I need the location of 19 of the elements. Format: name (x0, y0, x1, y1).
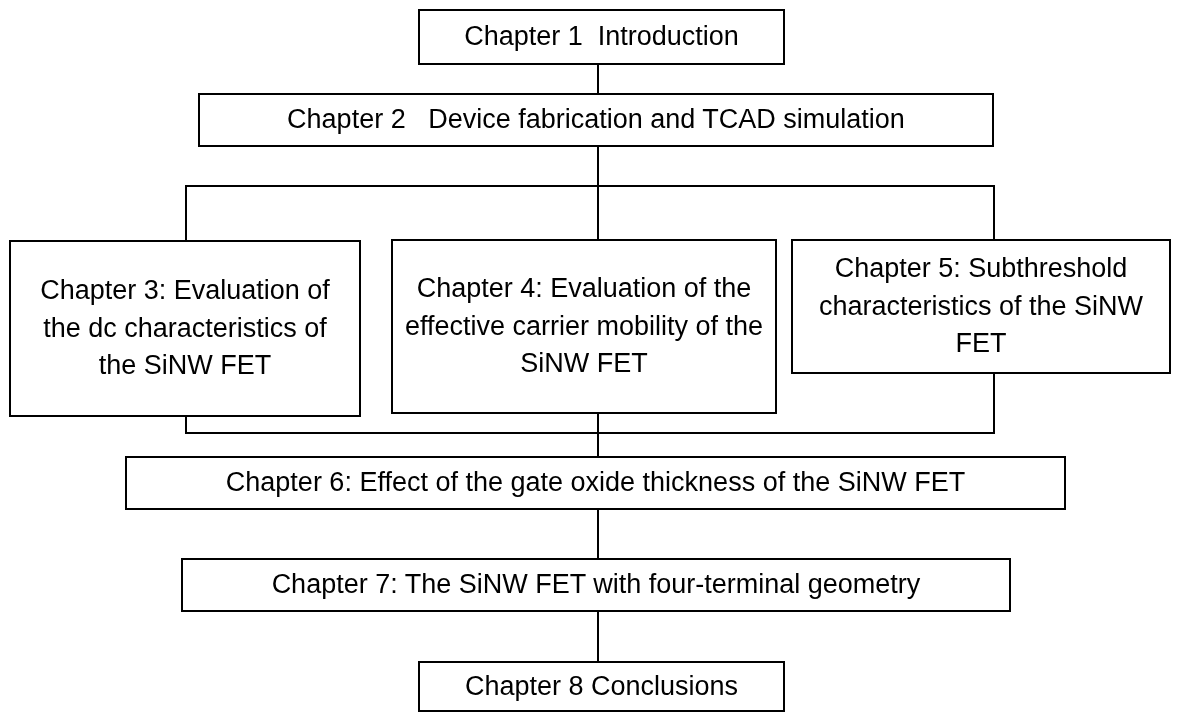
chapter-title: Chapter 8 Conclusions (464, 669, 739, 703)
chapter-box (391, 239, 777, 414)
chapter-box (181, 558, 1011, 612)
chapter-box (791, 239, 1171, 374)
chapter-title: Chapter 6: Effect of the gate oxide thickness of the SiNW FET (225, 466, 966, 500)
chapter-box (418, 9, 785, 65)
connector-line (597, 611, 599, 662)
chapter-title: Chapter 3: Evaluation of the dc characteristics of the SiNW FET (39, 273, 331, 383)
chapter-title: Chapter 1 Introduction (464, 20, 739, 54)
chapter-title: Chapter 4: Evaluation of the effective carrier mobility of the SiNW FET (403, 271, 765, 381)
chapter-title: Chapter 5: Subthreshold characteristics of the SiNW FET (817, 251, 1145, 361)
chapter-box (9, 240, 361, 417)
connector-line (597, 509, 599, 559)
connector-line (597, 64, 599, 94)
chapter-box (418, 661, 785, 712)
chapter-title: Chapter 7: The SiNW FET with four-terminal geometry (271, 568, 921, 602)
chapter-box (125, 456, 1066, 510)
chapter-box (198, 93, 994, 147)
chapter-title: Chapter 2 Device fabrication and TCAD simulation (287, 103, 905, 137)
